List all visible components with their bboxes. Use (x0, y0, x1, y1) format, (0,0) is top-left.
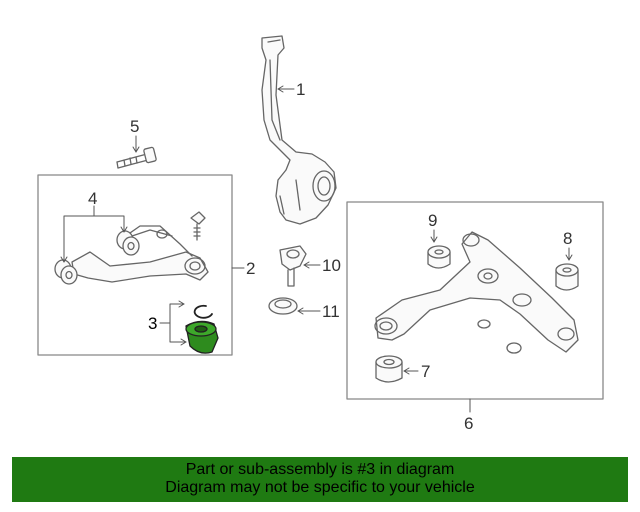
callout-6: 6 (464, 414, 474, 433)
callout-2: 2 (246, 259, 256, 278)
parts-diagram (37, 35, 604, 413)
leader-3 (159, 303, 187, 343)
ball-joint-stud (190, 211, 206, 241)
callout-1: 1 (296, 80, 306, 99)
banner-line-1: Part or sub-assembly is #3 in diagram (185, 461, 455, 478)
seal-washer (268, 297, 298, 315)
callout-3: 3 (148, 314, 158, 333)
callout-9: 9 (428, 211, 438, 230)
callout-8: 8 (563, 229, 573, 248)
bolt (116, 146, 157, 169)
bushing-lower-front (375, 355, 403, 383)
lower-ball-joint (279, 245, 307, 287)
lower-arm-frame (346, 201, 604, 400)
callout-10: 10 (322, 256, 341, 275)
callout-7: 7 (421, 362, 431, 381)
callout-4: 4 (88, 189, 98, 208)
bushing-lower-mid (427, 245, 451, 269)
lower-control-arm (374, 231, 579, 354)
leader-4 (63, 205, 125, 263)
bushing-upper-rear (54, 259, 78, 285)
banner-line-2: Diagram may not be specific to your vehi… (165, 479, 475, 496)
callout-5: 5 (130, 117, 140, 136)
steering-knuckle (261, 35, 337, 225)
callout-11: 11 (322, 302, 340, 321)
bushing-upper-front (116, 230, 140, 256)
info-banner: Part or sub-assembly is #3 in diagram Di… (12, 457, 628, 502)
upper-arm-frame (37, 174, 233, 356)
bushing-lower-rear (555, 263, 579, 291)
upper-control-arm (71, 225, 209, 283)
dust-cover-highlighted (185, 304, 219, 354)
